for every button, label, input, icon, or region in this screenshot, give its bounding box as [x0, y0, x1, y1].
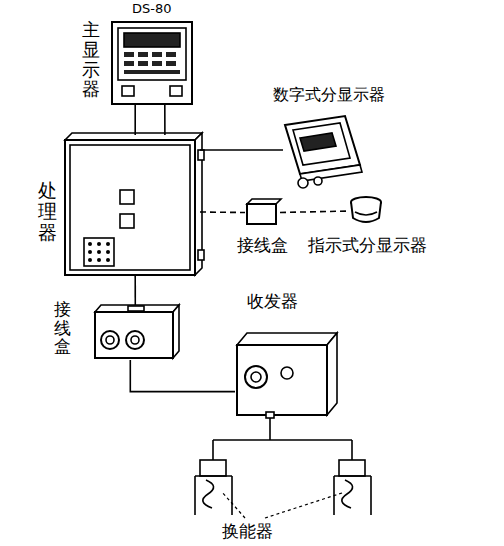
connector-line — [200, 150, 283, 151]
dashed-connector — [280, 211, 350, 213]
connector-line — [135, 275, 136, 305]
dashed-connector — [200, 212, 245, 214]
device-label: 收发器 — [247, 292, 298, 311]
part-label: 换能器 — [222, 522, 273, 541]
device-label: 处理器 — [38, 180, 57, 243]
device-label: DS-80 — [132, 2, 172, 16]
device-label: 指示式分显示器 — [308, 236, 427, 255]
indicator-sub-display: 指示式分显示器 — [350, 195, 382, 227]
transceiver-box: 收发器 — [235, 330, 337, 418]
junction-box: 接线盒 — [95, 305, 179, 360]
connector-line — [135, 104, 165, 135]
connector-line — [130, 360, 235, 392]
processor-box: 处理器 — [65, 135, 200, 275]
main-display: DS-80主显示器 — [112, 22, 192, 104]
junction-box: 接线盒 — [245, 200, 280, 225]
device-label: 主显示器 — [82, 20, 100, 99]
digital-sub-display: 数字式分显示器 — [283, 115, 361, 185]
device-label: 接线盒 — [237, 236, 288, 255]
device-label: 接线盒 — [54, 300, 71, 356]
device-label: 数字式分显示器 — [273, 86, 385, 104]
